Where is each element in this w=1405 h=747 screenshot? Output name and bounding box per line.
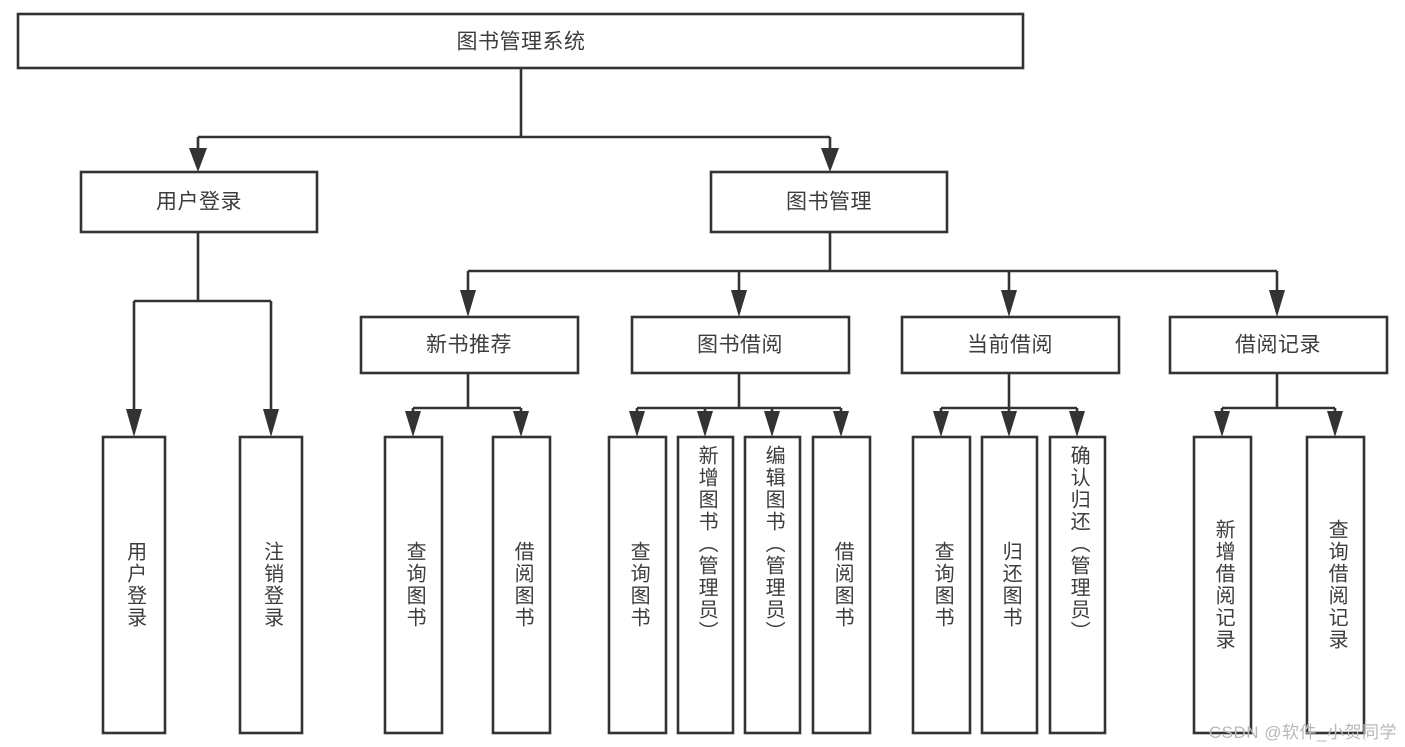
- leaf-return-book-box[interactable]: [980, 435, 1039, 735]
- arrow-leaf-borrow-book-1-icon: [513, 411, 529, 437]
- arrow-leaf-add-book-icon: [697, 411, 713, 437]
- node-book-manage[interactable]: 图书管理: [709, 170, 949, 234]
- node-root[interactable]: 图书管理系统: [16, 12, 1025, 70]
- node-user-login[interactable]: 用户登录: [79, 170, 319, 234]
- arrow-leaf-edit-book-icon: [764, 411, 780, 437]
- leaf-boxes-group: [101, 435, 1366, 735]
- csdn-watermark: CSDN @软件_小贺同学: [1208, 723, 1397, 742]
- node-book-manage-label: 图书管理: [786, 191, 872, 214]
- node-user-login-label: 用户登录: [156, 191, 242, 214]
- arrow-leaf-query-book-2-icon: [629, 411, 645, 437]
- node-borrow-record[interactable]: 借阅记录: [1168, 315, 1389, 375]
- arrow-leaf-query-record-icon: [1327, 411, 1343, 437]
- arrow-leaf-return-book-icon: [1001, 411, 1017, 437]
- arrow-leaf-borrow-book-2-icon: [833, 411, 849, 437]
- node-current-borrow[interactable]: 当前借阅: [900, 315, 1121, 375]
- leaf-confirm-return-box[interactable]: [1048, 435, 1107, 735]
- arrow-current-borrow-icon: [1001, 290, 1017, 317]
- node-user-login-box[interactable]: [79, 170, 319, 234]
- leaf-edit-book-box[interactable]: [743, 435, 802, 735]
- arrow-leaf-query-book-1-icon: [405, 411, 421, 437]
- node-current-borrow-box[interactable]: [900, 315, 1121, 375]
- node-current-borrow-label: 当前借阅: [967, 334, 1053, 357]
- node-root-label: 图书管理系统: [457, 31, 586, 54]
- arrow-leaf-add-record-icon: [1214, 411, 1230, 437]
- leaf-user-logout-box[interactable]: [238, 435, 304, 735]
- node-book-borrow[interactable]: 图书借阅: [630, 315, 851, 375]
- arrow-leaf-confirm-return-icon: [1069, 411, 1085, 437]
- arrow-leaf-user-login-icon: [126, 409, 142, 437]
- arrow-to-user-login-icon: [189, 148, 207, 172]
- leaf-borrow-book-1-box[interactable]: [491, 435, 552, 735]
- leaf-query-record-box[interactable]: [1305, 435, 1366, 735]
- node-borrow-record-label: 借阅记录: [1235, 334, 1321, 357]
- leaf-borrow-book-2-box[interactable]: [811, 435, 872, 735]
- leaf-user-login-box[interactable]: [101, 435, 167, 735]
- node-new-book-recommend-box[interactable]: [359, 315, 580, 375]
- node-book-manage-box[interactable]: [709, 170, 949, 234]
- connector-group: [126, 68, 1343, 437]
- node-book-borrow-box[interactable]: [630, 315, 851, 375]
- leaf-query-book-1-box[interactable]: [383, 435, 444, 735]
- node-new-book-recommend[interactable]: 新书推荐: [359, 315, 580, 375]
- node-root-box[interactable]: [16, 12, 1025, 70]
- arrow-leaf-query-book-3-icon: [933, 411, 949, 437]
- node-borrow-record-box[interactable]: [1168, 315, 1389, 375]
- arrow-borrow-record-icon: [1269, 290, 1285, 317]
- leaf-query-book-2-box[interactable]: [607, 435, 668, 735]
- leaf-query-book-3-box[interactable]: [911, 435, 972, 735]
- leaf-add-book-box[interactable]: [676, 435, 735, 735]
- arrow-leaf-user-logout-icon: [263, 409, 279, 437]
- node-new-book-recommend-label: 新书推荐: [426, 334, 512, 357]
- node-book-borrow-label: 图书借阅: [697, 334, 783, 357]
- arrow-book-borrow-icon: [731, 290, 747, 317]
- arrow-new-book-recommend-icon: [460, 290, 476, 317]
- leaf-add-record-box[interactable]: [1192, 435, 1253, 735]
- arrow-to-book-manage-icon: [821, 148, 839, 172]
